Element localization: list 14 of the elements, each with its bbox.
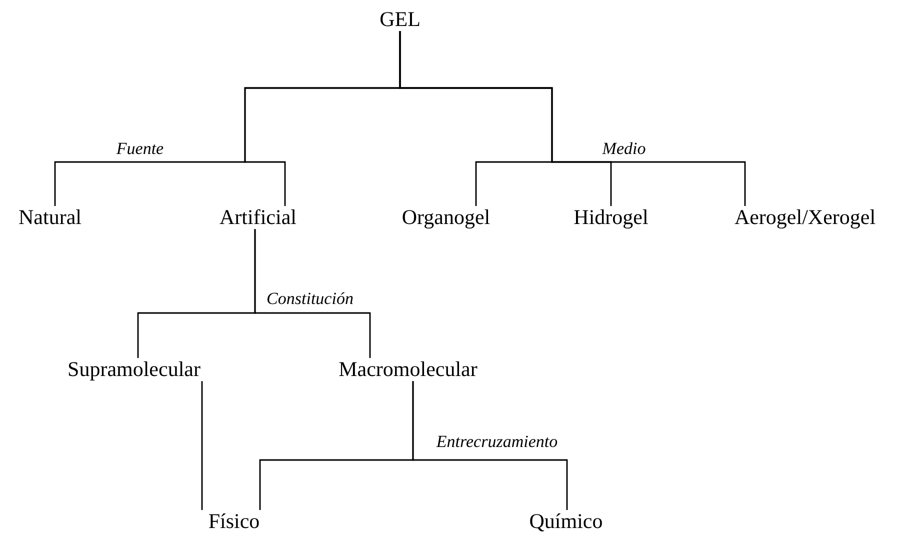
connector-line xyxy=(412,381,568,510)
node-label: GEL xyxy=(380,8,420,32)
node-label: Hidrogel xyxy=(574,206,648,230)
node-label: Macromolecular xyxy=(338,358,478,382)
node-label: Aerogel/Xerogel xyxy=(734,206,876,230)
node-label: Físico xyxy=(208,510,260,534)
connector-line xyxy=(399,31,746,206)
node-label: Organogel xyxy=(402,206,490,230)
node-label: Supramolecular xyxy=(68,358,200,382)
node-label: Artificial xyxy=(220,206,296,230)
connector-line xyxy=(254,229,371,358)
node-label: Químico xyxy=(529,510,603,534)
connector-line xyxy=(201,381,203,510)
node-label: Natural xyxy=(18,206,82,230)
